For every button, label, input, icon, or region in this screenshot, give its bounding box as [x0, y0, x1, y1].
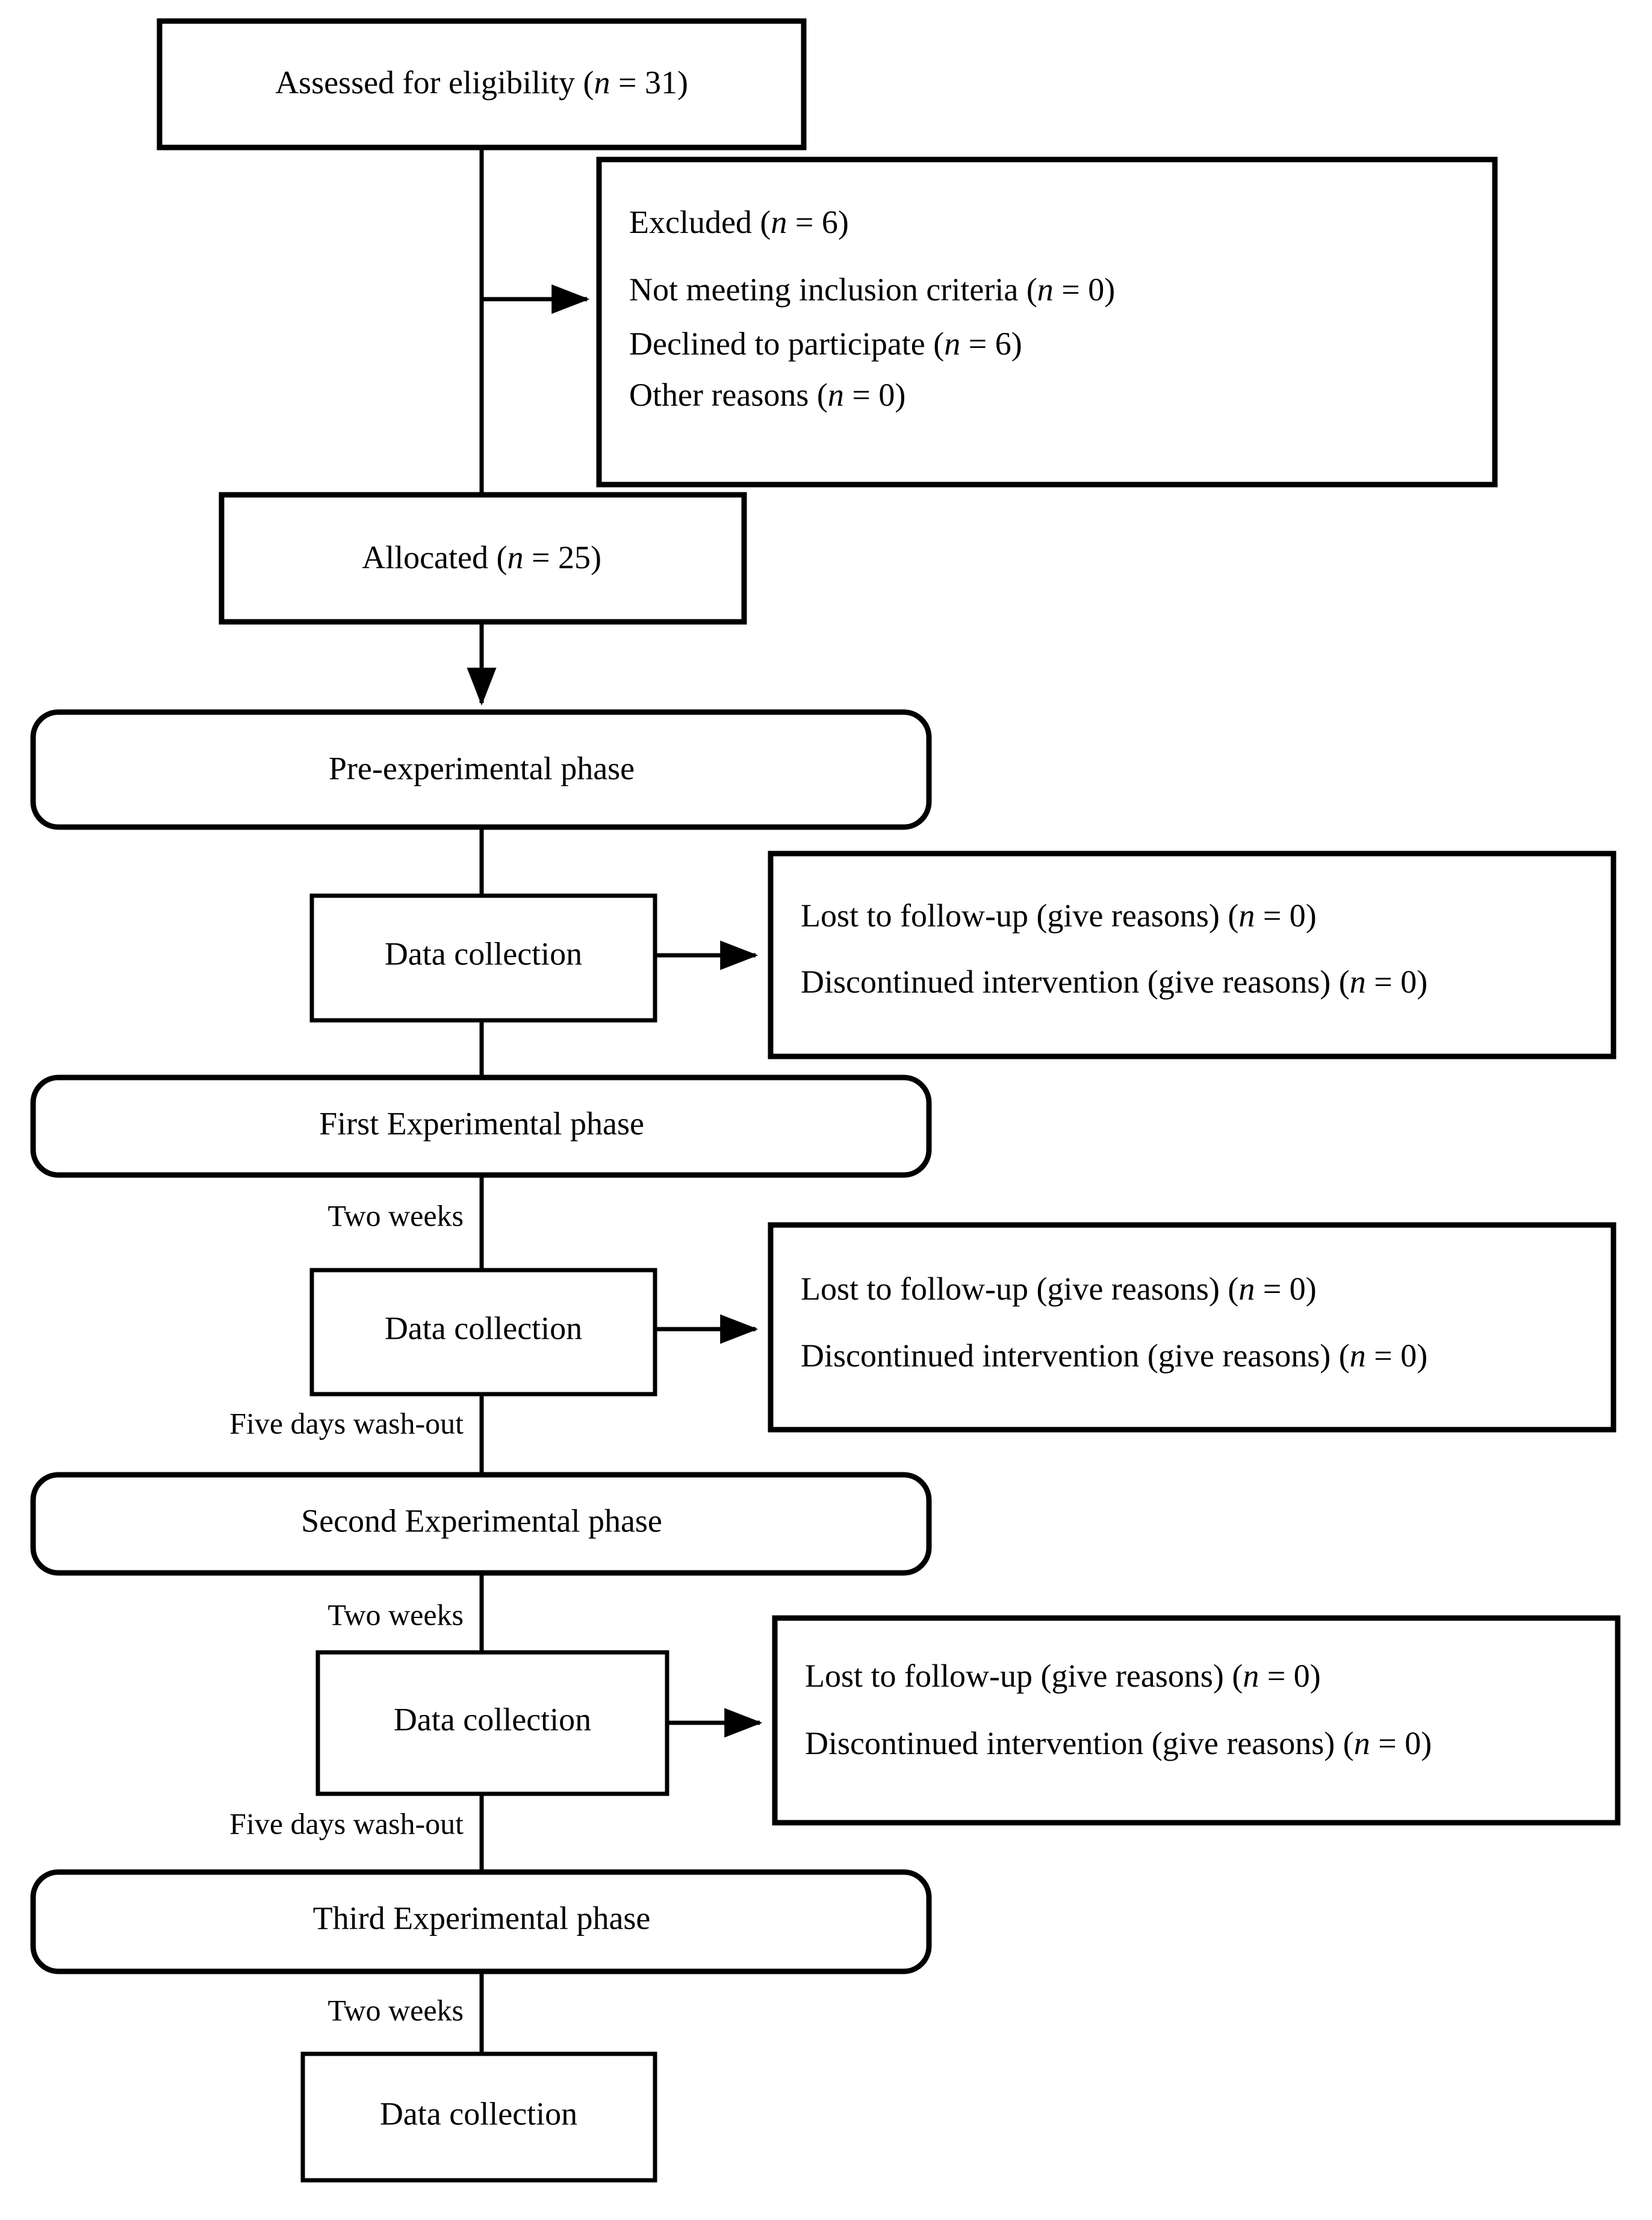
node-data-collection-3-label: Data collection [394, 1701, 591, 1737]
node-allocated[interactable] [219, 492, 747, 625]
node-lost-to-follow-up-2-line-2: Discontinued intervention (give reasons)… [801, 1338, 1427, 1374]
node-data-collection-1-label: Data collection [385, 935, 582, 972]
edge-label-two-weeks-1: Two weeks [328, 1198, 464, 1232]
edge-label-wash-out-1: Five days wash-out [229, 1406, 464, 1440]
node-excluded-line-4: Other reasons (n = 0) [629, 377, 905, 413]
node-second-experimental-phase[interactable] [30, 1472, 932, 1576]
node-first-experimental-phase-label: First Experimental phase [319, 1105, 644, 1141]
node-lost-to-follow-up-2[interactable] [768, 1222, 1616, 1433]
node-pre-experimental-phase-label: Pre-experimental phase [329, 750, 635, 786]
node-lost-to-follow-up-3-line-2: Discontinued intervention (give reasons)… [805, 1725, 1432, 1761]
node-data-collection-2[interactable] [309, 1268, 657, 1397]
node-assessed-for-eligibility-label: Assessed for eligibility (n = 31) [275, 64, 688, 101]
edge-label-wash-out-2: Five days wash-out [229, 1806, 464, 1840]
node-excluded-line-2: Not meeting inclusion criteria (n = 0) [629, 271, 1115, 308]
node-pre-experimental-phase[interactable] [30, 709, 932, 830]
node-allocated-label: Allocated (n = 25) [362, 539, 601, 575]
node-lost-to-follow-up-1[interactable] [768, 851, 1616, 1059]
node-excluded[interactable] [596, 157, 1498, 488]
node-lost-to-follow-up-1-line-2: Discontinued intervention (give reasons)… [801, 964, 1427, 1000]
node-second-experimental-phase-label: Second Experimental phase [301, 1502, 662, 1539]
node-lost-to-follow-up-2-line-1: Lost to follow-up (give reasons) (n = 0) [801, 1271, 1317, 1307]
node-assessed-for-eligibility[interactable] [157, 18, 807, 150]
node-lost-to-follow-up-3[interactable] [772, 1615, 1621, 1826]
node-data-collection-2-label: Data collection [385, 1310, 582, 1346]
node-excluded-line-1: Excluded (n = 6) [629, 204, 849, 240]
node-lost-to-follow-up-3-line-1: Lost to follow-up (give reasons) (n = 0) [805, 1658, 1321, 1694]
node-data-collection-4-label: Data collection [380, 2095, 577, 2132]
node-data-collection-3[interactable] [315, 1650, 669, 1796]
node-data-collection-1[interactable] [309, 893, 657, 1023]
edge-label-two-weeks-2: Two weeks [328, 1598, 464, 1631]
node-excluded-line-3: Declined to participate (n = 6) [629, 326, 1022, 362]
node-third-experimental-phase-label: Third Experimental phase [313, 1900, 651, 1936]
node-third-experimental-phase[interactable] [30, 1869, 932, 1974]
edge-label-two-weeks-3: Two weeks [328, 1993, 464, 2027]
node-first-experimental-phase[interactable] [30, 1074, 932, 1178]
node-lost-to-follow-up-1-line-1: Lost to follow-up (give reasons) (n = 0) [801, 898, 1317, 934]
node-data-collection-4[interactable] [300, 2051, 657, 2183]
